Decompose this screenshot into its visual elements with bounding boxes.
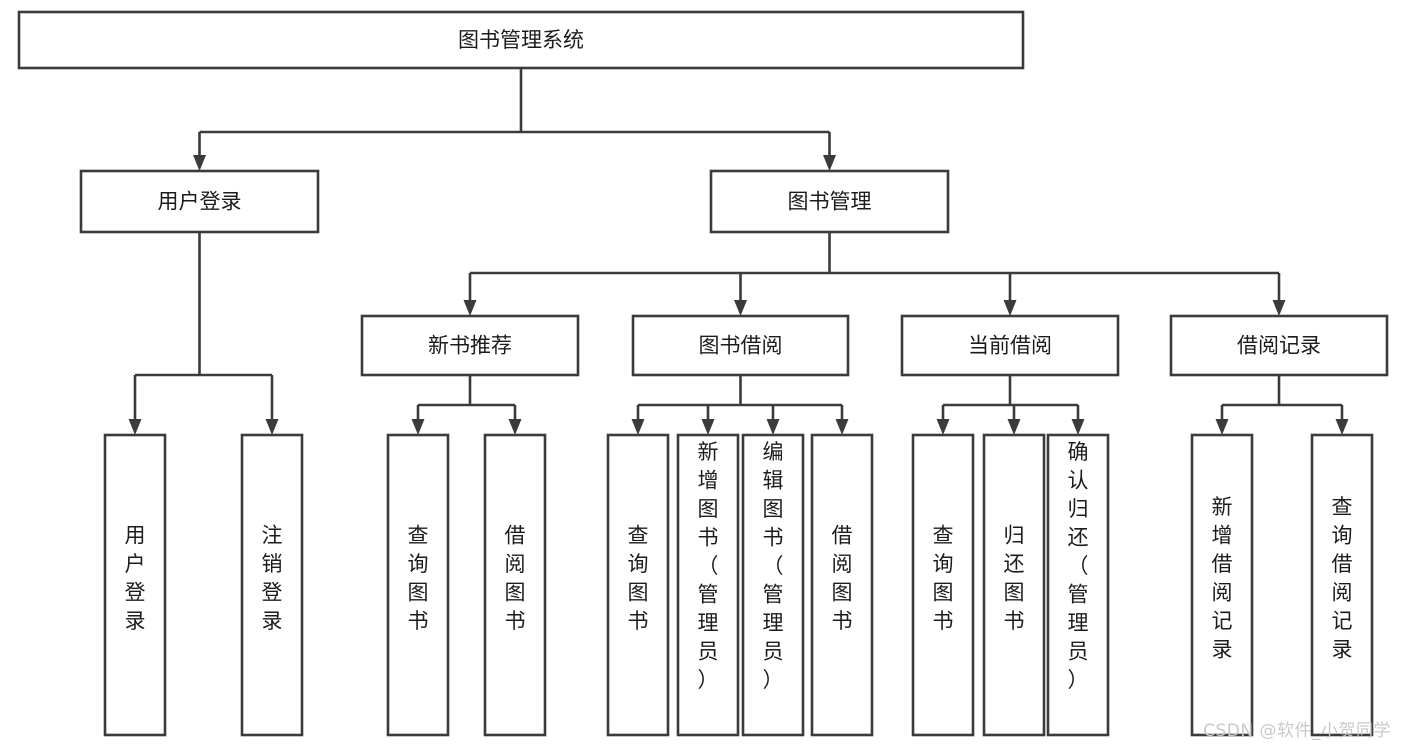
node-box[interactable]	[676, 433, 740, 737]
node-leaf-确认归还管理员[interactable]: 确认归还（管理员）	[1046, 433, 1110, 737]
node-label: 新增借阅记录	[1212, 495, 1233, 662]
connector-group-root-to-level2	[193, 68, 836, 171]
arrow-head-icon	[1007, 419, 1021, 435]
arrow-head-icon	[1003, 300, 1017, 316]
arrow-head-icon	[936, 419, 950, 435]
connector-group-records-to-leaves	[1215, 375, 1349, 435]
node-label: 图书管理	[788, 190, 872, 214]
node-box[interactable]	[483, 433, 547, 737]
node-label: 确认归还（管理员）	[1068, 440, 1089, 692]
node-level3-借阅记录[interactable]: 借阅记录	[1169, 314, 1389, 377]
node-leaf-用户登录[interactable]: 用户登录	[103, 433, 167, 737]
connector-group-new-book-to-leaves	[411, 375, 522, 435]
node-level3-当前借阅[interactable]: 当前借阅	[900, 314, 1120, 377]
node-level3-新书推荐[interactable]: 新书推荐	[360, 314, 580, 377]
node-box[interactable]	[900, 314, 1120, 377]
arrow-head-icon	[411, 419, 425, 435]
node-box[interactable]	[1169, 314, 1389, 377]
node-label: 用户登录	[125, 523, 146, 633]
node-box[interactable]	[741, 433, 805, 737]
arrow-head-icon	[463, 300, 477, 316]
node-label: 查询图书	[628, 523, 649, 633]
node-label: 注销登录	[262, 523, 283, 633]
arrow-head-icon	[1215, 419, 1229, 435]
node-box[interactable]	[79, 169, 320, 234]
connector-group-current-borrow-to-leaves	[936, 375, 1085, 435]
arrow-head-icon	[508, 419, 522, 435]
node-leaf-新增图书管理员[interactable]: 新增图书（管理员）	[676, 433, 740, 737]
node-label: 图书借阅	[699, 334, 783, 358]
node-leaf-借阅图书[interactable]: 借阅图书	[483, 433, 547, 737]
node-label: 查询图书	[408, 523, 429, 633]
node-label: 查询图书	[933, 523, 954, 633]
connector-group-user-login-to-leaves	[128, 232, 279, 435]
arrow-head-icon	[1071, 419, 1085, 435]
connector-layer	[128, 68, 1349, 435]
node-leaf-借阅图书[interactable]: 借阅图书	[810, 433, 874, 737]
node-label: 借阅图书	[505, 523, 526, 633]
node-leaf-编辑图书管理员[interactable]: 编辑图书（管理员）	[741, 433, 805, 737]
node-level3-图书借阅[interactable]: 图书借阅	[631, 314, 850, 377]
csdn-watermark: CSDN @软件_小贺同学	[1203, 721, 1391, 741]
connector-group-book-manage-to-level3	[463, 232, 1286, 316]
node-label: 用户登录	[158, 190, 242, 214]
node-box[interactable]	[911, 433, 975, 737]
node-label: 当前借阅	[968, 334, 1052, 358]
node-label: 借阅图书	[832, 523, 853, 633]
arrow-head-icon	[835, 419, 849, 435]
node-box[interactable]	[631, 314, 850, 377]
arrow-head-icon	[701, 419, 715, 435]
node-box[interactable]	[606, 433, 670, 737]
node-leaf-查询图书[interactable]: 查询图书	[911, 433, 975, 737]
node-root-图书管理系统[interactable]: 图书管理系统	[17, 10, 1025, 70]
node-label: 归还图书	[1004, 523, 1025, 633]
arrow-head-icon	[265, 419, 279, 435]
node-layer: 图书管理系统用户登录图书管理新书推荐图书借阅当前借阅借阅记录用户登录注销登录查询…	[17, 10, 1389, 737]
node-box[interactable]	[386, 433, 450, 737]
node-box[interactable]	[1046, 433, 1110, 737]
node-box[interactable]	[240, 433, 304, 737]
arrow-head-icon	[766, 419, 780, 435]
node-leaf-新增借阅记录[interactable]: 新增借阅记录	[1190, 433, 1254, 737]
node-leaf-注销登录[interactable]: 注销登录	[240, 433, 304, 737]
node-box[interactable]	[709, 169, 950, 234]
node-leaf-归还图书[interactable]: 归还图书	[982, 433, 1046, 737]
node-leaf-查询图书[interactable]: 查询图书	[386, 433, 450, 737]
arrow-head-icon	[128, 419, 142, 435]
node-box[interactable]	[103, 433, 167, 737]
arrow-head-icon	[1335, 419, 1349, 435]
arrow-head-icon	[1272, 300, 1286, 316]
arrow-head-icon	[193, 155, 206, 171]
node-label: 新增图书（管理员）	[698, 440, 719, 692]
node-box[interactable]	[982, 433, 1046, 737]
node-leaf-查询借阅记录[interactable]: 查询借阅记录	[1310, 433, 1374, 737]
node-level2-用户登录[interactable]: 用户登录	[79, 169, 320, 234]
arrow-head-icon	[734, 300, 747, 316]
node-level2-图书管理[interactable]: 图书管理	[709, 169, 950, 234]
connector-group-borrow-to-leaves	[631, 375, 849, 435]
node-box[interactable]	[17, 10, 1025, 70]
node-label: 查询借阅记录	[1332, 495, 1353, 662]
node-box[interactable]	[360, 314, 580, 377]
node-box[interactable]	[1190, 433, 1254, 737]
node-box[interactable]	[810, 433, 874, 737]
node-leaf-查询图书[interactable]: 查询图书	[606, 433, 670, 737]
arrow-head-icon	[631, 419, 645, 435]
node-label: 编辑图书（管理员）	[763, 440, 784, 692]
node-label: 图书管理系统	[458, 28, 584, 52]
node-box[interactable]	[1310, 433, 1374, 737]
node-label: 借阅记录	[1237, 334, 1321, 358]
arrow-head-icon	[823, 155, 836, 171]
node-label: 新书推荐	[428, 334, 512, 358]
